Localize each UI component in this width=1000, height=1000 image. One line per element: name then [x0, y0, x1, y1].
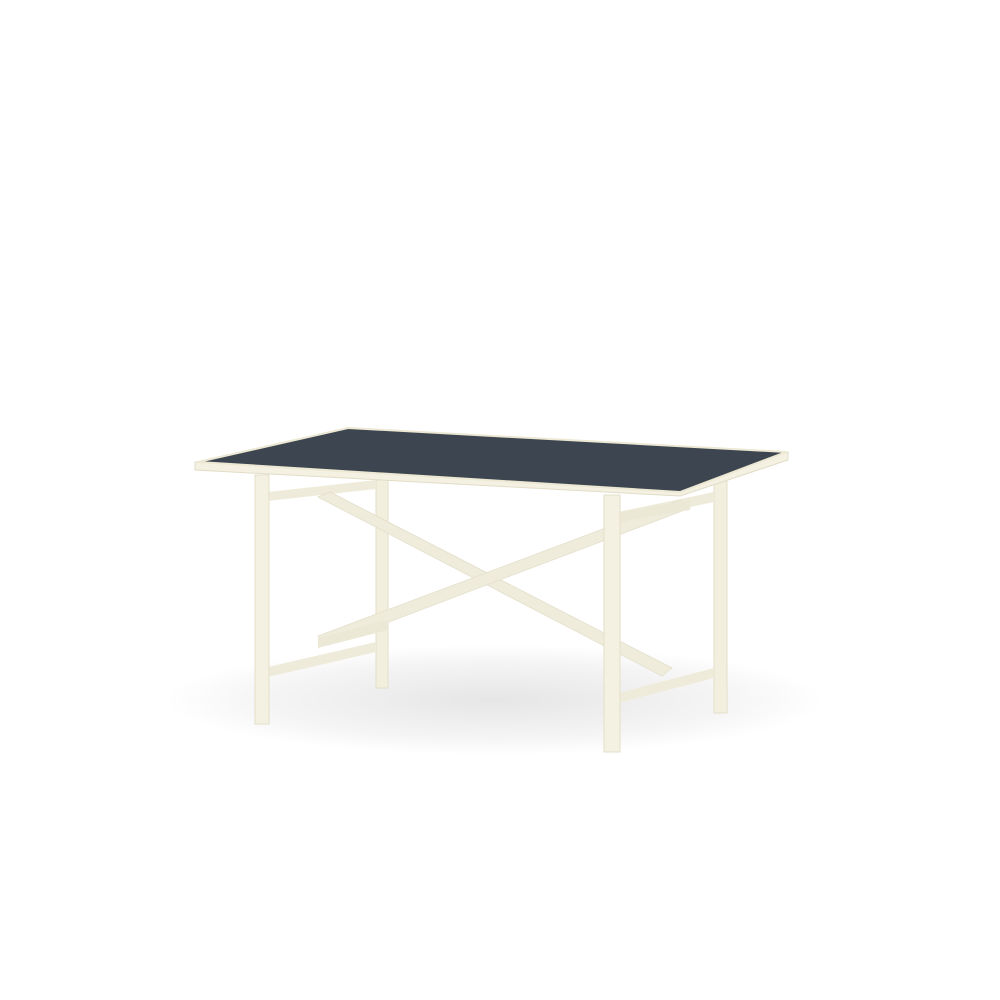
cross-brace-a: [317, 491, 673, 677]
back-right-leg: [713, 477, 728, 714]
right-bracket: [620, 500, 690, 522]
front-left-leg: [254, 474, 270, 725]
left-lower-rail: [268, 642, 376, 677]
left-upper-rail: [268, 480, 376, 501]
right-lower-rail: [618, 668, 714, 703]
table-frame: [254, 474, 728, 753]
front-right-leg: [603, 494, 621, 753]
table-top-rim: [197, 426, 787, 494]
back-left-leg: [375, 479, 389, 689]
left-bracket: [318, 620, 388, 648]
table-top: [194, 426, 789, 497]
